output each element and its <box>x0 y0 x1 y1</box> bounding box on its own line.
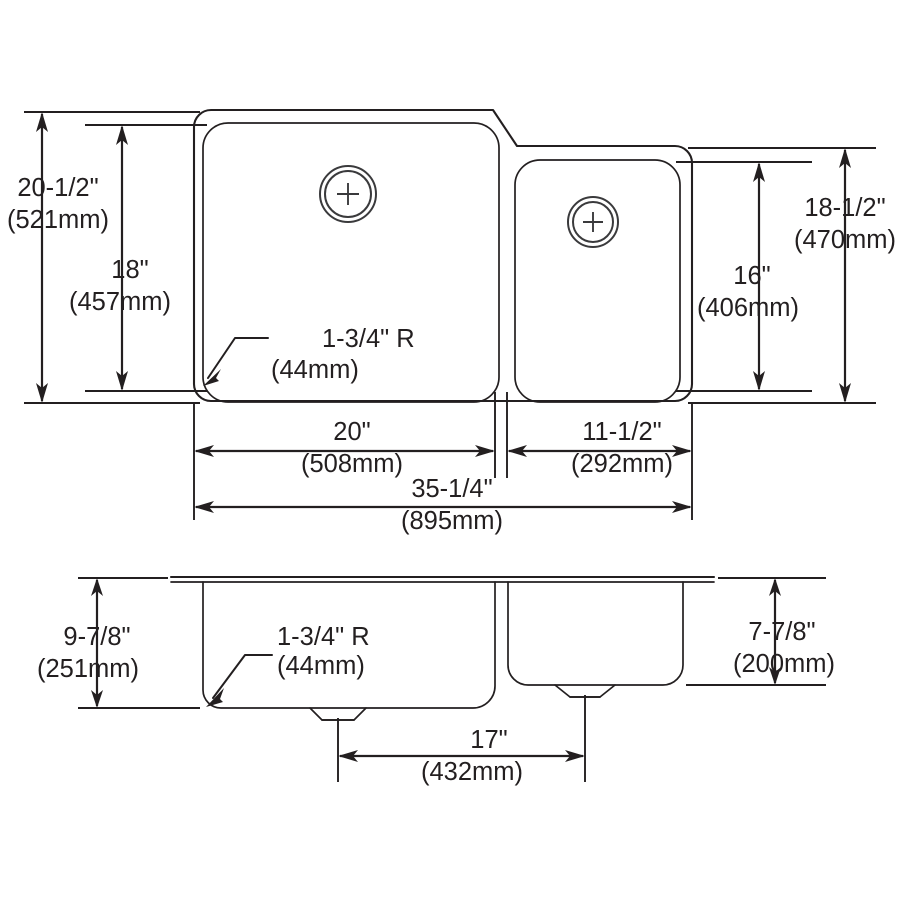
dim-overall-width: 35-1/4" (895mm) <box>194 475 692 535</box>
dim-right-overall-depth-metric: (470mm) <box>794 226 896 254</box>
section-view-group: 9-7/8" (251mm) 7-7/8" (200mm) 1-3/4" R (… <box>37 575 835 786</box>
left-basin-outline <box>202 122 500 403</box>
callout-corner-radius-top-metric: (44mm) <box>271 356 359 384</box>
dim-right-bowl-width-metric: (292mm) <box>571 450 673 478</box>
dim-overall-depth-imperial: 20-1/2" <box>17 174 98 202</box>
dim-left-bowl-width-metric: (508mm) <box>301 450 403 478</box>
dim-left-bowl-height: 9-7/8" (251mm) <box>37 578 139 708</box>
dim-overall-depth-metric: (521mm) <box>7 206 109 234</box>
callout-corner-radius-top: 1-3/4" R (44mm) <box>203 325 415 386</box>
dim-overall-width-metric: (895mm) <box>401 507 503 535</box>
callout-corner-radius-section: 1-3/4" R (44mm) <box>206 623 370 707</box>
section-right-bowl <box>507 581 684 686</box>
dim-right-overall-depth: 18-1/2" (470mm) <box>794 148 896 403</box>
drain-right-icon <box>567 196 619 248</box>
dim-overall-depth: 20-1/2" (521mm) <box>7 112 109 403</box>
dim-right-bowl-depth: 16" (406mm) <box>697 162 799 391</box>
section-left-bowl <box>202 581 496 709</box>
dim-right-bowl-width-imperial: 11-1/2" <box>582 418 661 446</box>
dim-left-bowl-width: 20" (508mm) <box>194 418 495 478</box>
dim-overall-width-imperial: 35-1/4" <box>411 475 492 503</box>
dim-right-bowl-height: 7-7/8" (200mm) <box>733 578 835 685</box>
dim-left-bowl-height-imperial: 9-7/8" <box>63 623 130 651</box>
drain-left-icon <box>319 165 377 223</box>
dim-right-bowl-height-imperial: 7-7/8" <box>748 618 815 646</box>
dim-left-bowl-height-metric: (251mm) <box>37 655 139 683</box>
dim-right-bowl-depth-metric: (406mm) <box>697 294 799 322</box>
right-basin-outline <box>514 159 681 403</box>
dim-drain-spacing-imperial: 17" <box>470 726 507 754</box>
dim-right-bowl-depth-imperial: 16" <box>733 262 770 290</box>
callout-corner-radius-top-imperial: 1-3/4" R <box>322 325 415 353</box>
sink-outer-rim-outline <box>192 108 694 403</box>
dim-right-bowl-height-metric: (200mm) <box>733 650 835 678</box>
dim-left-bowl-depth-metric: (457mm) <box>69 288 171 316</box>
dim-left-bowl-depth: 18" (457mm) <box>69 125 171 391</box>
dim-left-bowl-depth-imperial: 18" <box>111 256 148 284</box>
dim-drain-spacing-metric: (432mm) <box>421 758 523 786</box>
dim-drain-spacing: 17" (432mm) <box>338 726 585 786</box>
top-view-group: 20-1/2" (521mm) 18" (457mm) 18-1/2" (470… <box>7 108 896 535</box>
dim-left-bowl-width-imperial: 20" <box>333 418 370 446</box>
callout-corner-radius-section-metric: (44mm) <box>277 652 365 680</box>
dim-right-overall-depth-imperial: 18-1/2" <box>804 194 885 222</box>
dim-right-bowl-width: 11-1/2" (292mm) <box>507 418 692 478</box>
callout-corner-radius-section-imperial: 1-3/4" R <box>277 623 370 651</box>
